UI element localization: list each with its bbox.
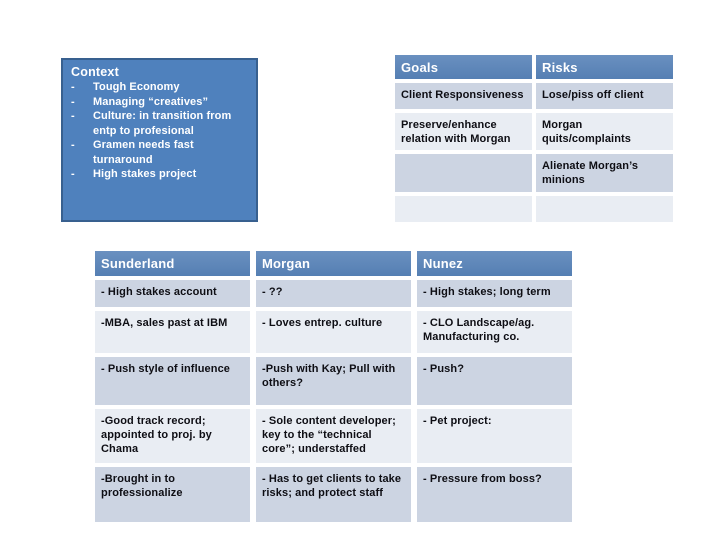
- sunderland-cell: -Good track record; appointed to proj. b…: [95, 409, 250, 463]
- goals-cell: Preserve/enhance relation with Morgan: [395, 113, 532, 150]
- bullet-dash: -: [71, 95, 75, 108]
- people-table: Sunderland Morgan Nunez - High stakes ac…: [95, 251, 572, 522]
- bullet-dash: -: [71, 139, 75, 151]
- context-item-text: High stakes project: [93, 168, 197, 180]
- risks-cell: Lose/piss off client: [536, 83, 673, 109]
- risks-cell: Morgan quits/complaints: [536, 113, 673, 150]
- risks-cell: [536, 196, 673, 222]
- morgan-cell: -Push with Kay; Pull with others?: [256, 357, 411, 405]
- context-item-text: Gramen needs fast turnaround: [93, 139, 194, 166]
- nunez-cell: - High stakes; long term: [417, 280, 572, 307]
- morgan-cell: - Sole content developer; key to the “te…: [256, 409, 411, 463]
- morgan-cell: - Loves entrep. culture: [256, 311, 411, 353]
- bullet-dash: -: [71, 81, 75, 93]
- context-item: - Tough Economy: [71, 80, 250, 95]
- goals-column-header: Goals: [395, 55, 532, 79]
- context-item: - Gramen needs fast turnaround: [71, 138, 250, 167]
- context-item-text: Culture: in transition from entp to prof…: [93, 110, 232, 137]
- nunez-cell: - Push?: [417, 357, 572, 405]
- bullet-dash: -: [71, 110, 75, 122]
- bullet-dash: -: [71, 168, 75, 180]
- context-item: - High stakes project: [71, 167, 250, 182]
- context-item: - Managing “creatives”: [71, 95, 250, 110]
- nunez-column-header: Nunez: [417, 251, 572, 276]
- nunez-cell: - Pressure from boss?: [417, 467, 572, 522]
- sunderland-cell: -MBA, sales past at IBM: [95, 311, 250, 353]
- goals-cell: Client Responsiveness: [395, 83, 532, 109]
- morgan-column-header: Morgan: [256, 251, 411, 276]
- nunez-cell: - Pet project:: [417, 409, 572, 463]
- context-item-text: Tough Economy: [93, 81, 180, 93]
- context-item: - Culture: in transition from entp to pr…: [71, 109, 250, 138]
- risks-cell: Alienate Morgan’s minions: [536, 154, 673, 192]
- context-item-text: Managing “creatives”: [93, 95, 209, 108]
- nunez-cell: - CLO Landscape/ag. Manufacturing co.: [417, 311, 572, 353]
- context-title: Context: [71, 65, 119, 79]
- risks-column-header: Risks: [536, 55, 673, 79]
- goals-risks-table: Goals Risks Client Responsiveness Lose/p…: [395, 55, 673, 222]
- context-box: Context - Tough Economy - Managing “crea…: [61, 58, 258, 222]
- sunderland-cell: - Push style of influence: [95, 357, 250, 405]
- goals-cell: [395, 154, 532, 192]
- sunderland-cell: -Brought in to professionalize: [95, 467, 250, 522]
- goals-cell: [395, 196, 532, 222]
- morgan-cell: - ??: [256, 280, 411, 307]
- sunderland-column-header: Sunderland: [95, 251, 250, 276]
- sunderland-cell: - High stakes account: [95, 280, 250, 307]
- morgan-cell: - Has to get clients to take risks; and …: [256, 467, 411, 522]
